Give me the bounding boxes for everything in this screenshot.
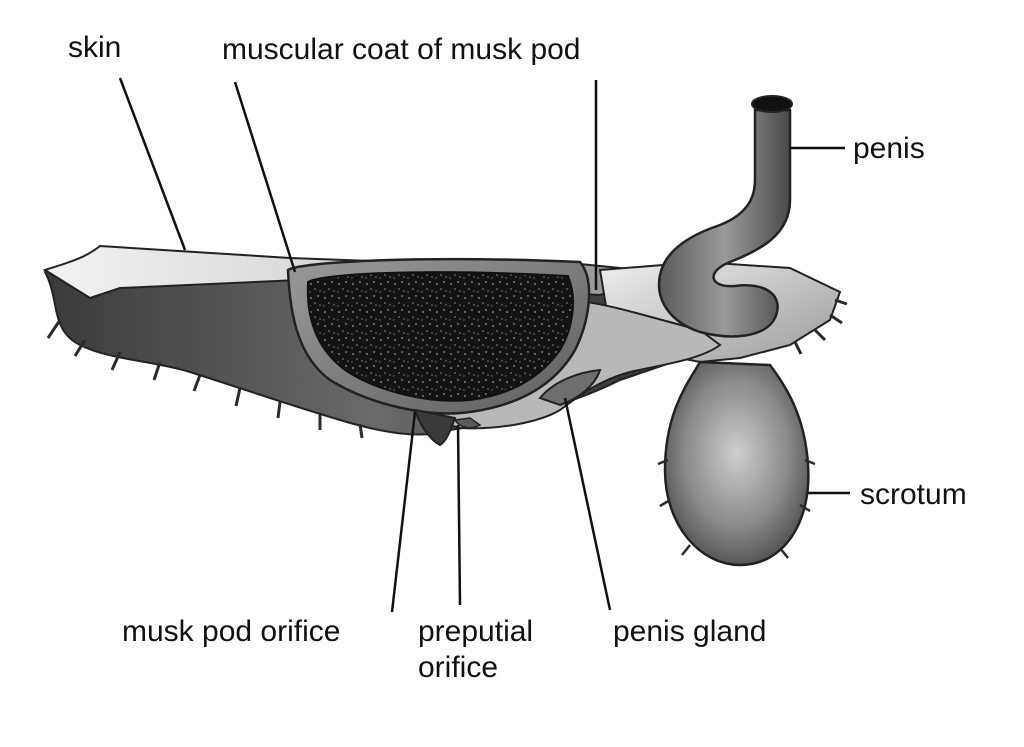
leader-lines: [118, 77, 850, 613]
musk-pod-orifice-shape: [413, 408, 457, 447]
label-scrotum: scrotum: [860, 478, 967, 511]
label-preputial-orifice: preputial orifice: [418, 615, 534, 684]
leader-musk-pod-orifice: [390, 411, 417, 613]
scrotum-shape: [663, 360, 810, 567]
preputial-orifice-shape: [453, 417, 482, 429]
label-muscular-coat: muscular coat of musk pod: [222, 33, 581, 66]
penis-tip: [751, 95, 793, 113]
fur-fringe: [46, 319, 364, 439]
penis-gland-shape: [538, 368, 602, 407]
musk-content: [306, 271, 575, 402]
penis-coil: [657, 108, 792, 338]
leader-preputial-orifice: [456, 424, 462, 606]
scrotum-fur: [657, 458, 816, 559]
leader-penis-gland: [563, 397, 612, 611]
label-skin: skin: [68, 31, 122, 64]
label-penis-gland: penis gland: [613, 615, 767, 648]
leader-muscular-coat: [233, 81, 297, 273]
label-penis: penis: [853, 132, 925, 165]
label-musk-pod-orifice: musk pod orifice: [122, 615, 341, 648]
leader-skin: [118, 77, 187, 251]
